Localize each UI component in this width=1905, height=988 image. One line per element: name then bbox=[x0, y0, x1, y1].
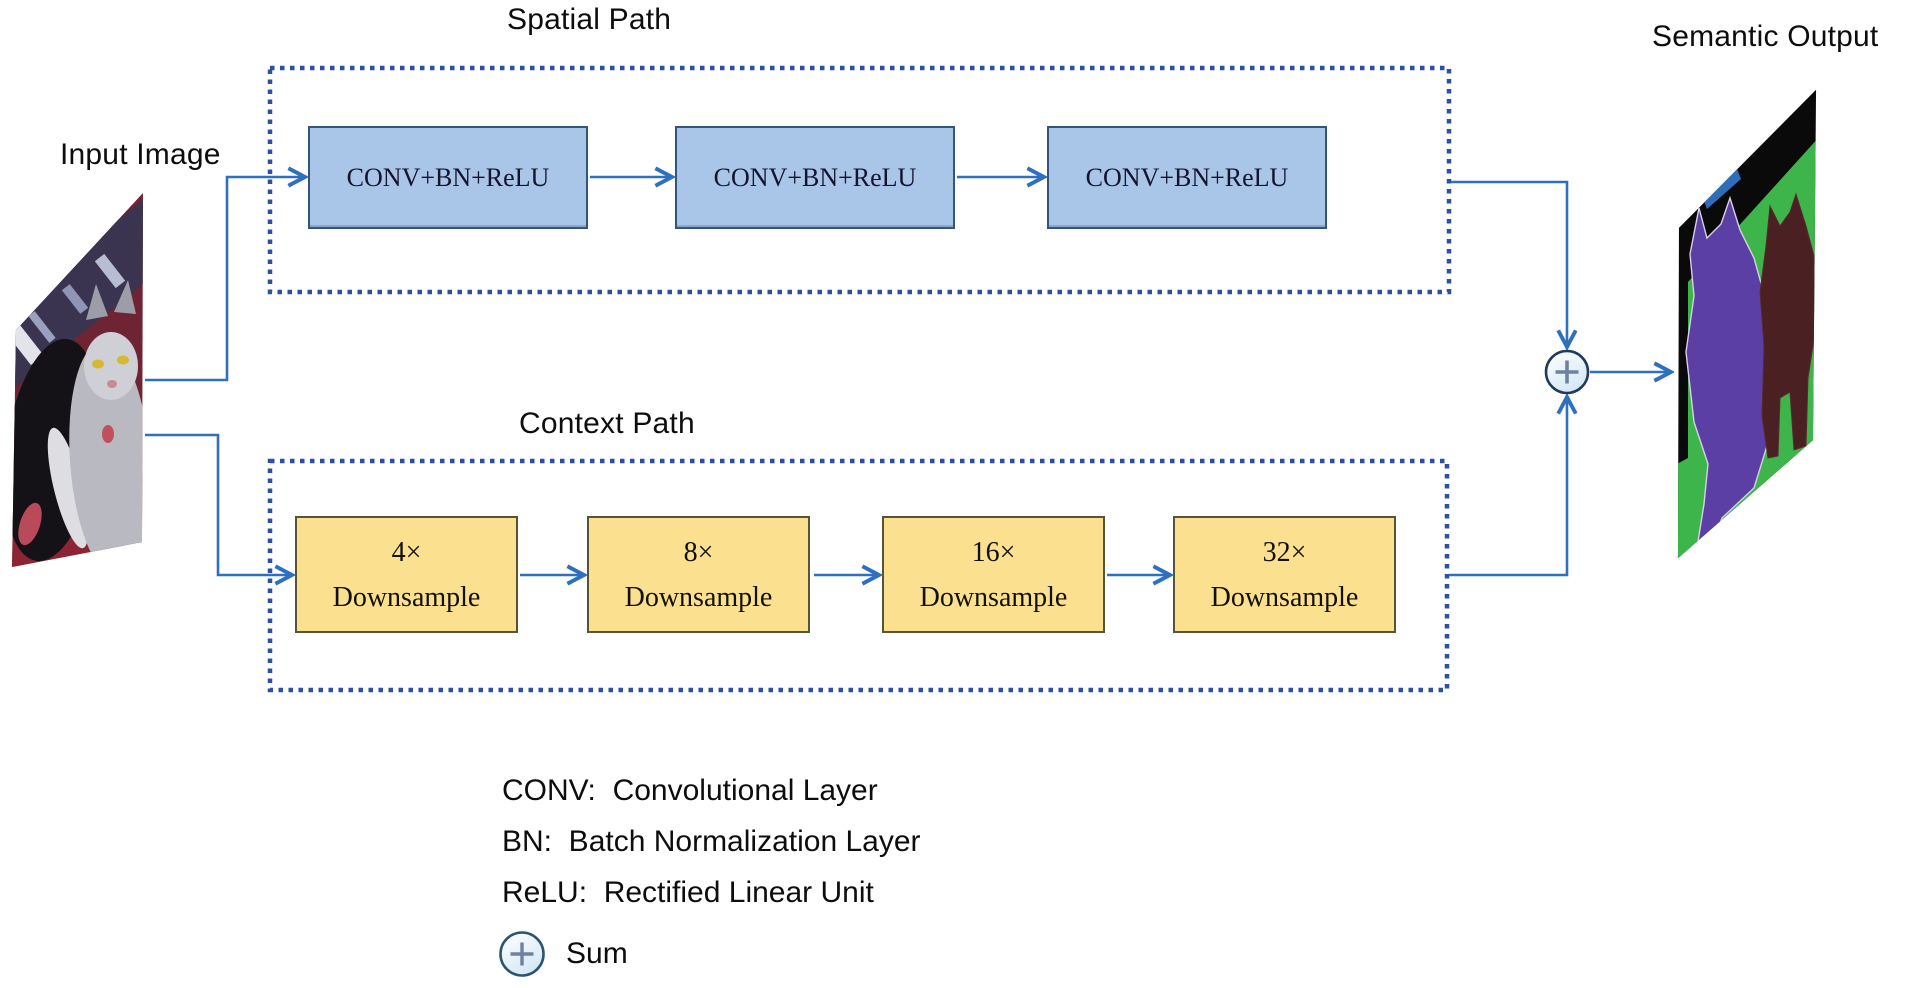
semantic-output-label: Semantic Output bbox=[1652, 20, 1879, 53]
input-image-label: Input Image bbox=[60, 138, 221, 171]
downsample-4x-box: 4× Downsample bbox=[295, 516, 518, 633]
spatial-path-title: Spatial Path bbox=[507, 3, 672, 36]
conv-bn-relu-box-1: CONV+BN+ReLU bbox=[308, 126, 588, 229]
connector-lines bbox=[145, 177, 1670, 575]
downsample-factor: 4× bbox=[391, 536, 422, 568]
input-image bbox=[12, 192, 143, 568]
legend-bn: BN: Batch Normalization Layer bbox=[502, 825, 921, 858]
downsample-label: Downsample bbox=[332, 581, 481, 613]
input-to-context-arrow bbox=[145, 433, 291, 575]
conv-bn-relu-box-3: CONV+BN+ReLU bbox=[1047, 126, 1327, 229]
conv-box-label: CONV+BN+ReLU bbox=[1085, 162, 1289, 192]
context-path-dotted-border bbox=[267, 458, 1450, 693]
downsample-label: Downsample bbox=[1210, 581, 1359, 613]
downsample-16x-box: 16× Downsample bbox=[882, 516, 1105, 633]
downsample-label: Downsample bbox=[624, 581, 773, 613]
conv-bn-relu-box-2: CONV+BN+ReLU bbox=[675, 126, 955, 229]
downsample-8x-box: 8× Downsample bbox=[587, 516, 810, 633]
plus-icon bbox=[1555, 360, 1579, 384]
downsample-label: Downsample bbox=[919, 581, 1068, 613]
context-to-sum-arrow bbox=[1449, 398, 1567, 577]
downsample-factor: 32× bbox=[1262, 536, 1307, 568]
sum-node bbox=[1544, 349, 1590, 395]
conv-box-label: CONV+BN+ReLU bbox=[346, 162, 550, 192]
downsample-32x-box: 32× Downsample bbox=[1173, 516, 1396, 633]
dog-segment bbox=[1759, 192, 1817, 459]
legend-conv: CONV: Convolutional Layer bbox=[502, 774, 878, 807]
downsample-factor: 8× bbox=[683, 536, 714, 568]
context-path-title: Context Path bbox=[519, 407, 695, 440]
legend-sum: Sum bbox=[498, 930, 628, 978]
sum-icon bbox=[499, 931, 545, 977]
input-to-spatial-arrow bbox=[145, 177, 304, 382]
legend-relu: ReLU: Rectified Linear Unit bbox=[502, 876, 874, 909]
sum-legend-label: Sum bbox=[566, 937, 628, 970]
spatial-to-sum-arrow bbox=[1451, 180, 1567, 346]
conv-box-label: CONV+BN+ReLU bbox=[713, 162, 917, 192]
spatial-path-dotted-border bbox=[267, 65, 1452, 295]
downsample-factor: 16× bbox=[971, 536, 1016, 568]
